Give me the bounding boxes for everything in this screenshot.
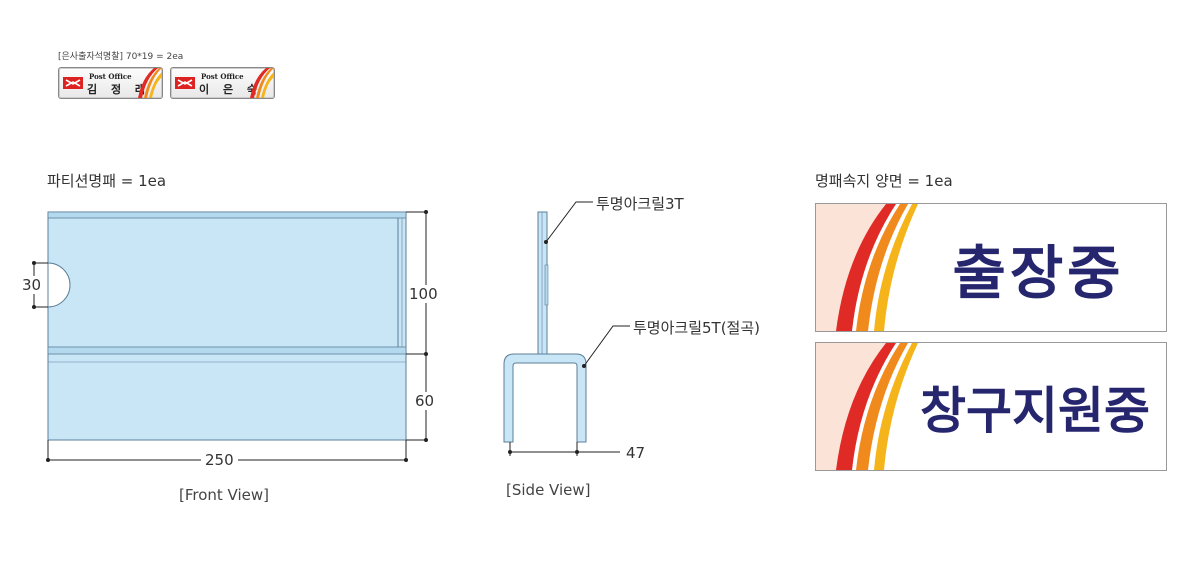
name-badge-1: Post Office 김 정 래 xyxy=(58,67,163,99)
post-office-logo-icon xyxy=(63,77,83,89)
front-dim-lower: 60 xyxy=(415,392,435,410)
badge-brand: Post Office xyxy=(89,72,132,81)
front-dim-upper: 100 xyxy=(409,285,438,303)
sign-text-2: 창구지원중 xyxy=(920,381,1150,440)
front-dim-hole: 30 xyxy=(22,276,42,294)
sign-card-2: 창구지원중 xyxy=(815,342,1167,471)
front-section-title: 파티션명패 = 1ea xyxy=(47,172,167,190)
sign-stripes-icon xyxy=(816,343,918,470)
badge-stripes-icon xyxy=(250,68,274,98)
side-bent-base xyxy=(503,353,587,443)
front-bend-line xyxy=(47,346,407,355)
signs-section-title: 명패속지 양면 = 1ea xyxy=(815,172,953,190)
front-view-caption: [Front View] xyxy=(179,486,270,504)
side-dim-depth: 47 xyxy=(626,444,646,462)
front-panel xyxy=(47,211,407,441)
badge-name: 이 은 숙 xyxy=(199,83,263,96)
side-view-drawing xyxy=(503,201,630,456)
post-office-logo-icon xyxy=(175,77,195,89)
name-badge-2: Post Office 이 은 숙 xyxy=(170,67,275,99)
front-finger-hole xyxy=(47,262,71,308)
side-label-bent-base: 투명아크릴5T(절곡) xyxy=(633,319,761,337)
front-dim-width: 250 xyxy=(201,451,238,469)
sign-card-1: 출장중 xyxy=(815,203,1167,332)
badge-name: 김 정 래 xyxy=(87,83,151,96)
sign-stripes-icon xyxy=(816,204,918,331)
badge-stripes-icon xyxy=(138,68,162,98)
badge-brand: Post Office xyxy=(201,72,244,81)
side-view-caption: [Side View] xyxy=(506,481,591,499)
sign-text-1: 출장중 xyxy=(952,238,1125,307)
front-view-drawing xyxy=(32,210,428,462)
side-label-top-plate: 투명아크릴3T xyxy=(596,195,684,213)
badge-spec-caption: [은사출자석명찰] 70*19 = 2ea xyxy=(58,52,184,62)
front-top-edge xyxy=(47,211,407,219)
